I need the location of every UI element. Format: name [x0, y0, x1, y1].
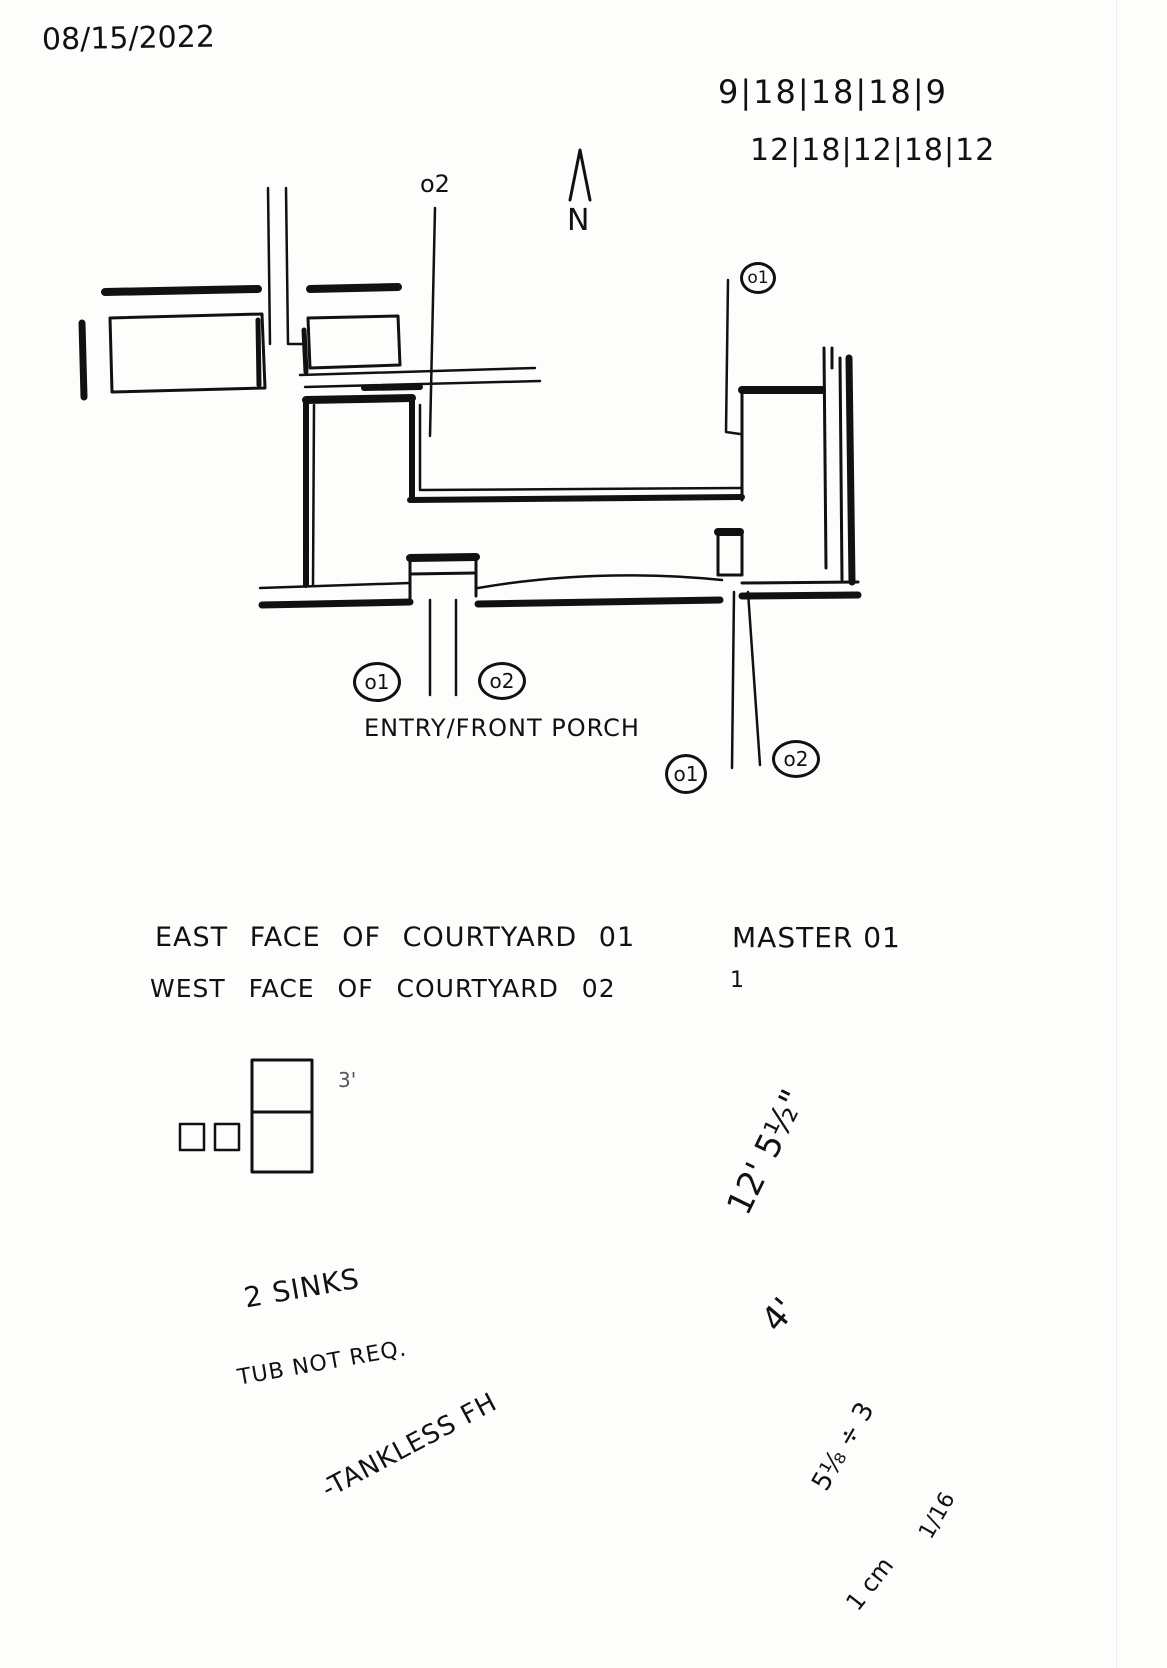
west-face-note: WEST FACE OF COURTYARD 02	[150, 974, 616, 1003]
marker-south-o2: o2	[772, 740, 820, 778]
marker-entry-o1: o1	[353, 662, 401, 702]
entry-label: ENTRY/FRONT PORCH	[364, 714, 640, 742]
master-sub-note: 1	[730, 968, 744, 993]
north-label: N	[567, 203, 590, 238]
marker-south-o1: o1	[665, 754, 707, 794]
tiny-mark: 3'	[338, 1068, 357, 1092]
date-label: 08/15/2022	[41, 19, 216, 58]
marker-top-o2: o2	[420, 170, 450, 198]
east-face-note: EAST FACE OF COURTYARD 01	[155, 922, 636, 953]
marker-entry-o2: o2	[478, 662, 526, 700]
dimension-row-2: 12|18|12|18|12	[750, 133, 996, 168]
marker-east-o1: o1	[740, 262, 776, 294]
page-edge	[1116, 0, 1117, 1668]
dimension-row-1: 9|18|18|18|9	[718, 73, 948, 111]
master-note: MASTER 01	[732, 921, 901, 954]
